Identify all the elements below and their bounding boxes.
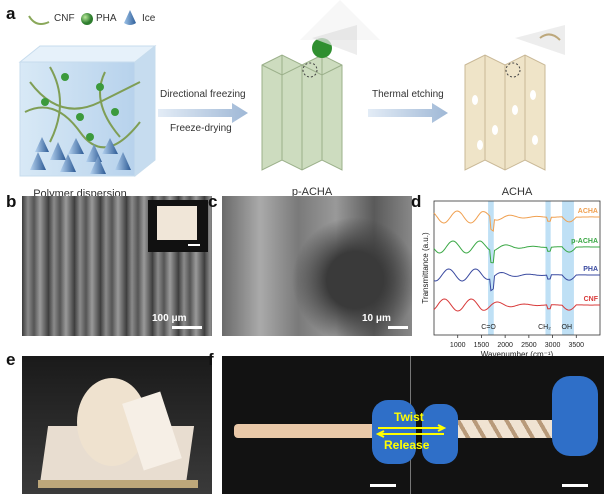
- band-label-1: CH₂: [538, 324, 551, 331]
- series-line-CNF: [434, 299, 600, 311]
- x-tick-label: 2000: [497, 342, 513, 349]
- plot-frame: [434, 201, 600, 335]
- band-label-2: OH: [562, 324, 573, 331]
- cnf-legend-label: CNF: [54, 13, 75, 24]
- acha-honeycomb-illustration: [455, 20, 575, 180]
- cnf-legend-icon: [28, 14, 50, 26]
- band-label-0: C=O: [481, 324, 496, 331]
- panel-a-label: a: [6, 4, 15, 24]
- series-label-PHA: PHA: [583, 266, 598, 273]
- absorption-band-0: [488, 201, 494, 335]
- arrow1-top-label: Directional freezing: [160, 89, 246, 100]
- scale-c: 10 μm: [362, 313, 391, 324]
- polymer-dispersion-illustration: [10, 42, 160, 182]
- panel-b-label: b: [6, 192, 16, 212]
- y-axis-label: Transmittance (a.u.): [421, 232, 430, 304]
- series-label-CNF: CNF: [584, 296, 599, 303]
- arrow-2: [368, 103, 448, 123]
- x-tick-label: 3000: [545, 342, 561, 349]
- series-line-PHA: [434, 269, 600, 291]
- panel-c-label: c: [208, 192, 217, 212]
- aerogel-photo: [22, 356, 212, 494]
- arrow-1: [158, 103, 248, 123]
- series-label-p-ACHA: p-ACHA: [571, 238, 598, 245]
- scale-b: 100 μm: [152, 313, 186, 324]
- x-tick-label: 2500: [521, 342, 537, 349]
- series-line-ACHA: [434, 211, 600, 231]
- ice-legend-icon: [123, 10, 137, 26]
- watermark: [300, 0, 380, 40]
- sample-photo-inset: [148, 200, 208, 252]
- pha-legend-icon: [80, 12, 94, 26]
- arrow1-bottom-label: Freeze-drying: [170, 123, 232, 134]
- twist-release-arrows: [376, 425, 446, 437]
- x-tick-label: 3500: [568, 342, 584, 349]
- panel-f-label: f: [208, 350, 214, 370]
- x-tick-label: 1500: [474, 342, 490, 349]
- panel-e-label: e: [6, 350, 15, 370]
- pha-legend-label: PHA: [96, 13, 117, 24]
- ice-legend-label: Ice: [142, 13, 155, 24]
- release-label: Release: [384, 438, 429, 452]
- twist-label: Twist: [394, 410, 424, 424]
- arrow2-top-label: Thermal etching: [372, 89, 444, 100]
- p-acha-honeycomb-illustration: [252, 20, 362, 180]
- series-label-ACHA: ACHA: [578, 208, 598, 215]
- x-tick-label: 1000: [450, 342, 466, 349]
